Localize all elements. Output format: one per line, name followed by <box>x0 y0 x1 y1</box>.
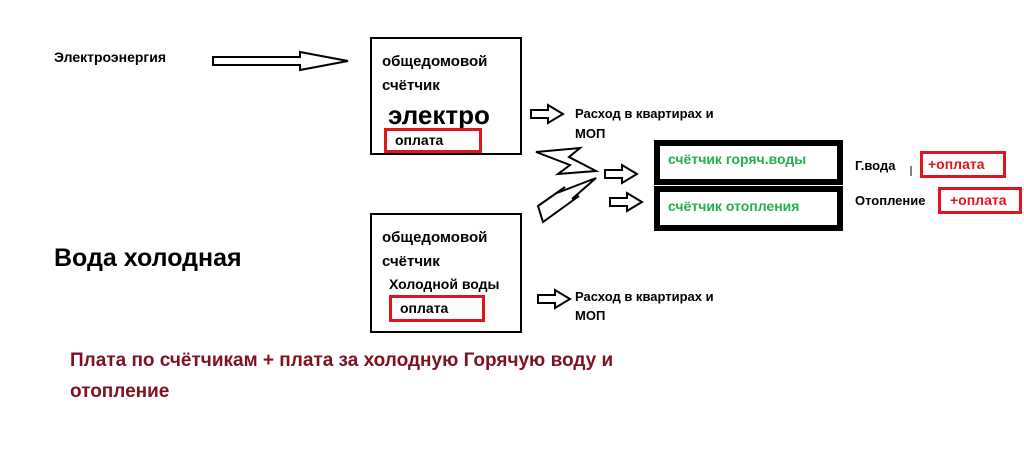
electricity-meter-type: электро <box>388 100 490 130</box>
lightning-bolt-bottom-icon <box>536 177 597 224</box>
cold-water-meter-type: Холодной воды <box>389 276 500 292</box>
heating-meter-box: счётчик отопления <box>654 186 843 231</box>
heating-arrow <box>609 191 644 213</box>
cold-water-label: Вода холодная <box>54 244 242 272</box>
hot-water-payment-label: +оплата <box>928 156 985 172</box>
hot-water-meter-label: счётчик горяч.воды <box>668 151 807 167</box>
cold-water-payment-box: оплата <box>389 295 485 322</box>
electricity-payment-box: оплата <box>384 128 482 153</box>
hot-water-label: Г.вода <box>855 158 896 173</box>
heating-label: Отопление <box>855 193 926 208</box>
heating-payment-label: +оплата <box>950 192 1007 208</box>
cold-water-meter-line2: счётчик <box>382 253 440 270</box>
water-usage-line2: МОП <box>575 308 606 323</box>
cold-water-meter-box: общедомовой счётчик Холодной воды оплата <box>370 213 522 333</box>
electricity-meter-line1: общедомовой <box>382 53 488 70</box>
elec-usage-line2: МОП <box>575 126 606 141</box>
hot-water-arrow <box>604 163 639 185</box>
water-usage-line1: Расход в квартирах и <box>575 289 714 304</box>
heating-payment-box: +оплата <box>938 187 1022 214</box>
lightning-bolt-top-icon <box>535 146 600 176</box>
electricity-label: Электроэнергия <box>54 49 167 65</box>
hot-water-meter-box: счётчик горяч.воды <box>654 140 843 185</box>
cold-water-payment-label: оплата <box>400 300 449 316</box>
electricity-payment-label: оплата <box>395 132 444 148</box>
electricity-input-arrow <box>212 50 349 72</box>
elec-usage-line1: Расход в квартирах и <box>575 106 714 121</box>
elec-usage-arrow <box>530 103 565 125</box>
heating-meter-label: счётчик отопления <box>668 198 800 214</box>
cold-water-meter-line1: общедомовой <box>382 229 488 246</box>
footer-note-line1: Плата по счётчикам + плата за холодную Г… <box>70 350 614 371</box>
footer-note-line2: отопление <box>70 381 170 402</box>
water-usage-arrow <box>537 288 572 310</box>
hot-water-payment-box: +оплата <box>920 151 1006 178</box>
electricity-meter-line2: счётчик <box>382 77 440 94</box>
electricity-meter-box: общедомовой счётчик электро оплата <box>370 37 522 155</box>
